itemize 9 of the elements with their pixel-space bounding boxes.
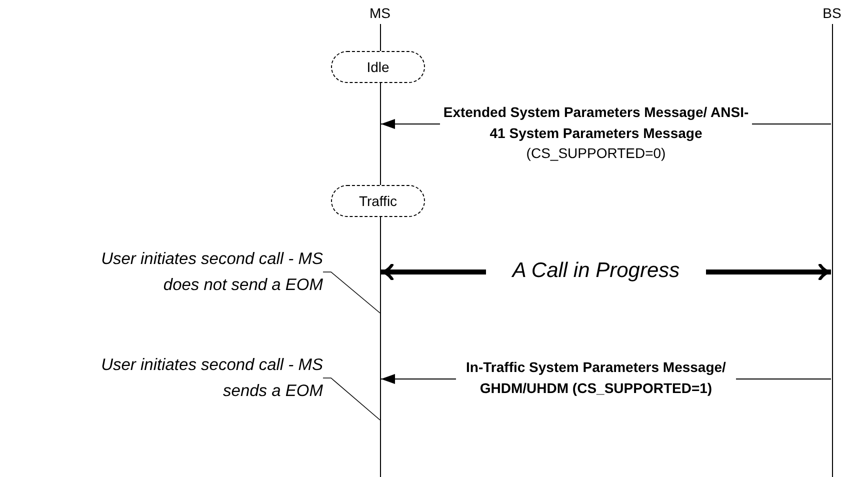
lifeline-header: MS bbox=[368, 5, 392, 21]
lifeline-header: BS bbox=[822, 5, 842, 21]
callout-text: User initiates second call - MS sends a EOM bbox=[100, 355, 323, 402]
state-box: Traffic bbox=[331, 185, 425, 217]
state-box: Idle bbox=[331, 51, 425, 83]
leader-line bbox=[322, 378, 380, 420]
parameter-note: (CS_SUPPORTED=0) bbox=[525, 145, 667, 161]
leader-line bbox=[322, 272, 380, 314]
callout-text: User initiates second call - MS does not send a EOM bbox=[100, 249, 323, 296]
